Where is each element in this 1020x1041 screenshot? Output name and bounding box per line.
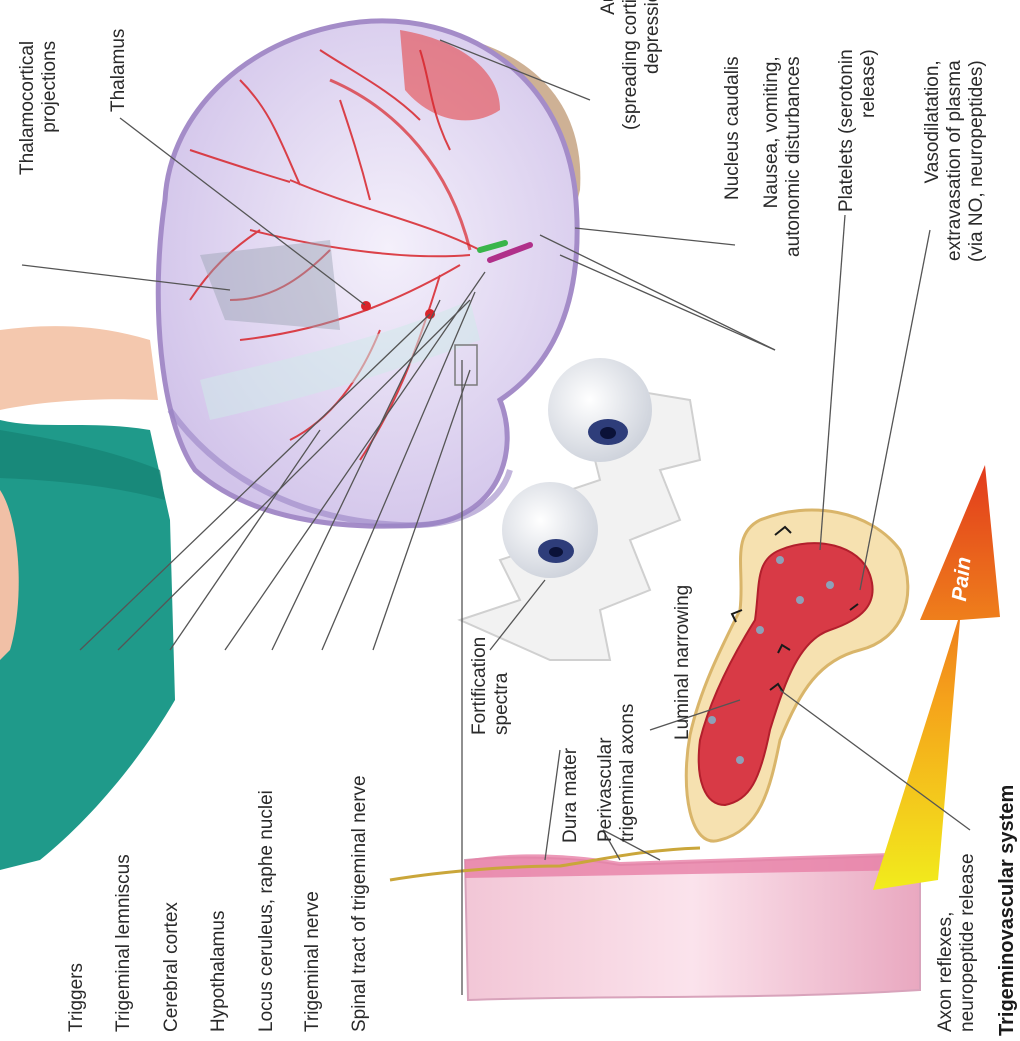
label-thalamus: Thalamus: [108, 29, 130, 112]
label-trigeminal-lemniscus: Trigeminal lemniscus: [113, 854, 135, 1032]
label-spinal-tract: Spinal tract of trigeminal nerve: [349, 775, 371, 1032]
label-perivascular-axons: Perivascular trigeminal axons: [595, 704, 639, 842]
label-dura-mater: Dura mater: [560, 748, 582, 843]
blood-vessel: [686, 510, 908, 841]
diagram-title: Trigeminovascular system: [996, 785, 1018, 1036]
brain-illustration: [158, 21, 580, 526]
label-trigeminal-nerve: Trigeminal nerve: [302, 891, 324, 1032]
patient-figure: [0, 326, 175, 870]
label-locus-ceruleus: Locus ceruleus, raphe nuclei: [256, 790, 278, 1032]
pain-arrow-label: Pain: [948, 556, 977, 603]
label-nausea: Nausea, vomiting, autonomic disturbances: [761, 56, 805, 257]
pain-arrow: [873, 465, 1000, 890]
label-fortification-spectra: Fortification spectra: [469, 637, 513, 735]
label-vasodilatation: Vasodilatation, extravasation of plasma …: [922, 60, 988, 262]
dura-mater: [390, 848, 920, 1000]
label-cerebral-cortex: Cerebral cortex: [161, 902, 183, 1032]
label-hypothalamus: Hypothalamus: [208, 911, 230, 1032]
label-nucleus-caudalis: Nucleus caudalis: [722, 56, 744, 200]
label-luminal-narrowing: Luminal narrowing: [672, 585, 694, 740]
label-platelets: Platelets (serotonin release): [836, 49, 880, 212]
label-axon-reflexes: Axon reflexes, neuropeptide release: [935, 853, 979, 1032]
label-thalamocortical-projections: Thalamocortical projections: [17, 41, 61, 175]
label-triggers: Triggers: [66, 963, 88, 1032]
label-aura: Aura (spreading cortical depression): [598, 0, 664, 130]
